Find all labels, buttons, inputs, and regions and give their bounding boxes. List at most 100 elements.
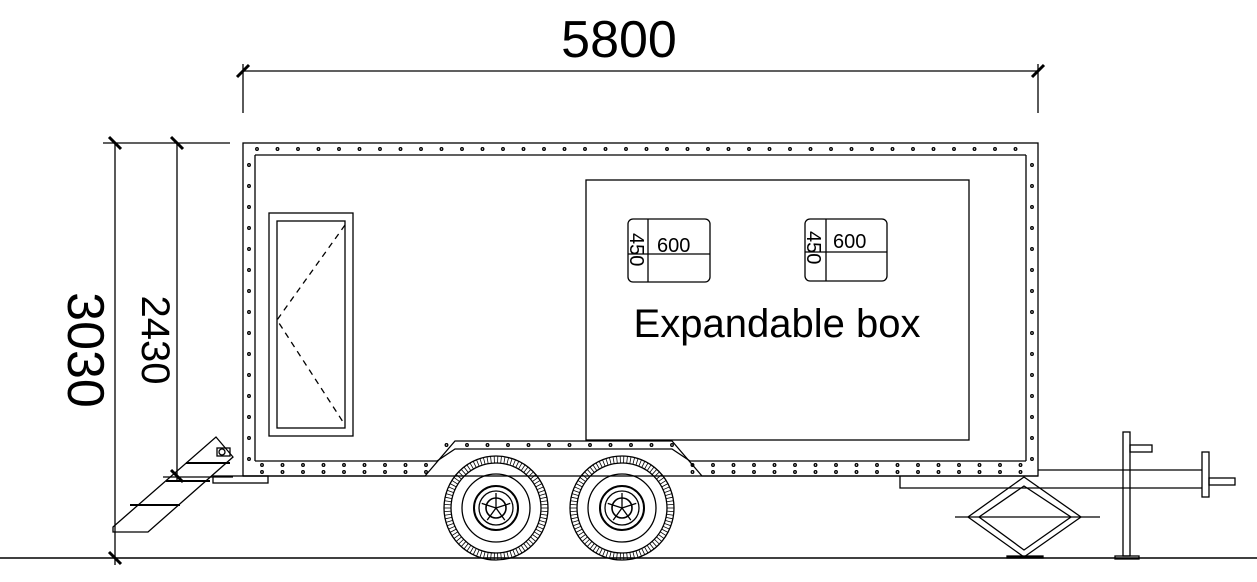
door[interactable] [268, 212, 354, 437]
rivet [321, 470, 326, 474]
step-plate [212, 475, 269, 484]
rivet [321, 463, 326, 467]
rivet [383, 470, 387, 474]
rivet [1030, 436, 1034, 440]
window-1-width: 600 [657, 235, 690, 257]
rivet [711, 463, 715, 467]
rivet [731, 470, 736, 474]
window-1-height: 450 [625, 233, 647, 266]
rivet [890, 147, 895, 151]
rivet [977, 470, 982, 474]
hitch [899, 431, 1236, 560]
rivet [383, 463, 387, 467]
rivet [588, 443, 592, 447]
rivet [260, 463, 264, 467]
rivet [247, 184, 251, 188]
rivet [247, 268, 251, 272]
rivet [255, 147, 259, 151]
rivet [260, 470, 264, 474]
rivet [998, 463, 1002, 467]
rivet [424, 463, 428, 467]
rivet [247, 457, 251, 461]
rivet [731, 463, 736, 467]
rivet [875, 463, 879, 467]
rivet [362, 470, 367, 474]
wheel [443, 455, 549, 561]
rivet [439, 147, 444, 151]
rivet [403, 463, 408, 467]
rivet [936, 463, 941, 467]
rivet [342, 463, 346, 467]
rivet [706, 147, 710, 151]
rivet [813, 470, 818, 474]
rivet [1030, 415, 1034, 419]
rivet [690, 463, 695, 467]
rivet [772, 463, 777, 467]
rivet [247, 247, 251, 251]
rivet [547, 443, 551, 447]
rivet [247, 352, 251, 356]
rivet [337, 147, 341, 151]
rivet [972, 147, 977, 151]
rivet [501, 147, 505, 151]
rivet [583, 147, 587, 151]
window-2-width: 600 [833, 231, 866, 253]
rivet [1030, 331, 1034, 335]
rivet [711, 470, 715, 474]
rivet [603, 147, 608, 151]
rivet [993, 147, 997, 151]
rivet [247, 415, 251, 419]
hinge [216, 447, 231, 457]
rivet [665, 147, 669, 151]
expandable-box-label: Expandable box [634, 302, 921, 346]
rivet [747, 147, 751, 151]
rivet [444, 443, 449, 447]
rivet [752, 470, 756, 474]
rivet [301, 463, 305, 467]
rivet [649, 443, 654, 447]
rivet [1018, 463, 1023, 467]
rivet [1030, 205, 1034, 209]
rivet [506, 443, 510, 447]
rivet [875, 470, 879, 474]
rivet [419, 147, 423, 151]
rivet [1030, 247, 1034, 251]
window-2-height: 450 [802, 231, 824, 264]
rivet [1030, 373, 1034, 377]
rivet [521, 147, 526, 151]
rivet [357, 147, 362, 151]
rivet [280, 470, 285, 474]
rivet [624, 147, 628, 151]
rivet [460, 147, 464, 151]
rivet [247, 226, 251, 230]
rivet [1030, 226, 1034, 230]
rivet [1030, 184, 1034, 188]
expandable-box: 600 450 600 450 Expandable box [585, 179, 970, 441]
rivet [362, 463, 367, 467]
rivet [480, 147, 485, 151]
rivet [1030, 310, 1034, 314]
rivet [424, 470, 428, 474]
rivet [403, 470, 408, 474]
height-dimensions: 3030 2430 [56, 135, 230, 566]
trailer-body [212, 142, 1039, 484]
length-dimension-label: 5800 [561, 11, 677, 69]
rivet [849, 147, 854, 151]
rivet [296, 147, 300, 151]
rivet [854, 470, 859, 474]
rivet [957, 470, 961, 474]
rivet [998, 470, 1002, 474]
rivet [280, 463, 285, 467]
rivet [767, 147, 772, 151]
wheel [569, 455, 675, 561]
rivet [916, 463, 920, 467]
rivet [247, 331, 251, 335]
rivet [793, 470, 797, 474]
rivet [275, 147, 280, 151]
rivet [911, 147, 915, 151]
rivet [829, 147, 833, 151]
rivet [895, 463, 900, 467]
rivet [957, 463, 961, 467]
rivet [1030, 394, 1034, 398]
